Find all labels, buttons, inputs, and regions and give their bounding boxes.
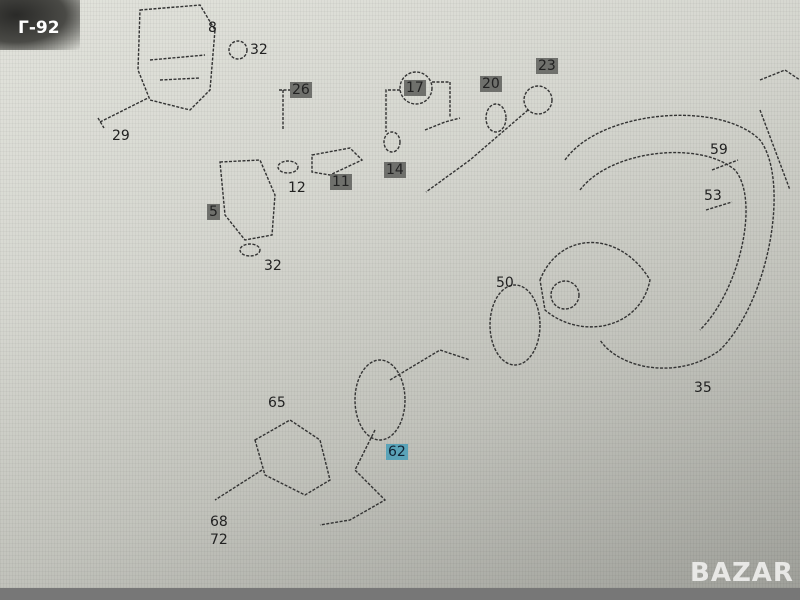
edge-part <box>759 69 800 191</box>
callout-29: 29 <box>112 128 130 144</box>
callout-65: 65 <box>268 395 286 411</box>
ignition-lock-housing <box>137 4 216 111</box>
callout-20: 20 <box>480 76 502 92</box>
callout-11: 11 <box>330 174 352 190</box>
contact-23 <box>425 85 553 193</box>
callout-26: 26 <box>290 82 312 98</box>
lock-set-17 <box>383 71 461 153</box>
callout-23: 23 <box>536 58 558 74</box>
callout-50: 50 <box>496 275 514 291</box>
screw-59 <box>711 159 739 171</box>
ring-50 <box>489 284 541 366</box>
monitor-bezel <box>0 588 800 600</box>
pin-26 <box>279 89 290 130</box>
callout-72: 72 <box>210 532 228 548</box>
callout-17: 17 <box>404 80 426 96</box>
callout-53: 53 <box>704 188 722 204</box>
callout-8: 8 <box>208 20 217 36</box>
listing-code-badge: Г-92 <box>18 18 60 38</box>
sleeve-20 <box>485 103 507 133</box>
callout-35: 35 <box>694 380 712 396</box>
cylinder-11 <box>311 147 364 176</box>
sensor-65 <box>214 419 331 501</box>
callout-12: 12 <box>288 180 306 196</box>
callout-59: 59 <box>710 142 728 158</box>
callout-14: 14 <box>384 162 406 178</box>
callout-62: 62 <box>386 444 408 460</box>
switch-5 <box>219 159 276 241</box>
callout-5: 5 <box>207 204 220 220</box>
callout-68: 68 <box>210 514 228 530</box>
plug-32-bottom <box>239 243 261 257</box>
steering-wheel-35 <box>539 114 775 369</box>
callout-32: 32 <box>250 42 268 58</box>
screw-53 <box>705 201 733 211</box>
watermark-logo: BAZAR <box>690 558 794 588</box>
clip-12 <box>277 160 299 174</box>
corner-shadow <box>0 0 80 50</box>
callout-32-lower: 32 <box>264 258 282 274</box>
bolt-29 <box>97 97 149 129</box>
clock-spring-62 <box>319 349 471 526</box>
plug-32-top <box>228 40 248 60</box>
